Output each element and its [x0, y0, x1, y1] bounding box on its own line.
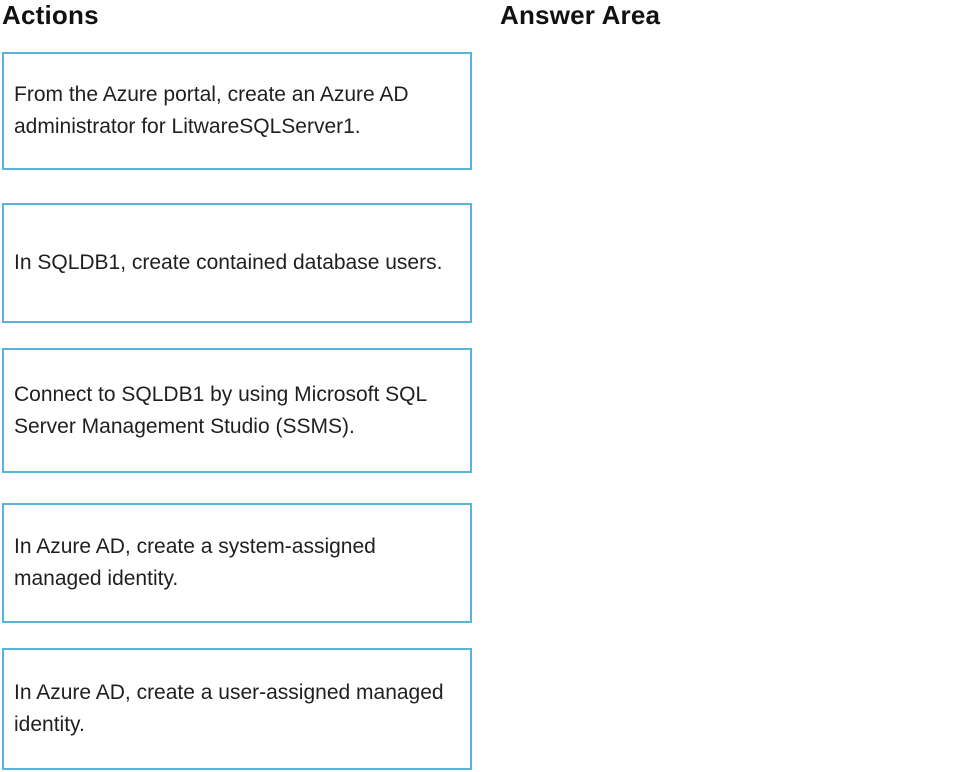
action-item-azure-ad-administrator[interactable]: From the Azure portal, create an Azure A… — [2, 52, 472, 170]
action-item-label: From the Azure portal, create an Azure A… — [14, 83, 409, 138]
action-item-label: In Azure AD, create a system-assigned ma… — [14, 535, 376, 590]
answer-area-dropzone[interactable] — [500, 52, 960, 762]
action-item-user-assigned-identity[interactable]: In Azure AD, create a user-assigned mana… — [2, 648, 472, 770]
action-item-label: In SQLDB1, create contained database use… — [14, 251, 443, 274]
action-item-connect-ssms[interactable]: Connect to SQLDB1 by using Microsoft SQL… — [2, 348, 472, 473]
action-item-label: Connect to SQLDB1 by using Microsoft SQL… — [14, 382, 427, 438]
action-item-contained-database-users[interactable]: In SQLDB1, create contained database use… — [2, 203, 472, 323]
answer-area-column-heading: Answer Area — [500, 0, 661, 30]
actions-column-heading: Actions — [2, 0, 99, 30]
action-item-label: In Azure AD, create a user-assigned mana… — [14, 681, 444, 736]
action-item-system-assigned-identity[interactable]: In Azure AD, create a system-assigned ma… — [2, 503, 472, 623]
